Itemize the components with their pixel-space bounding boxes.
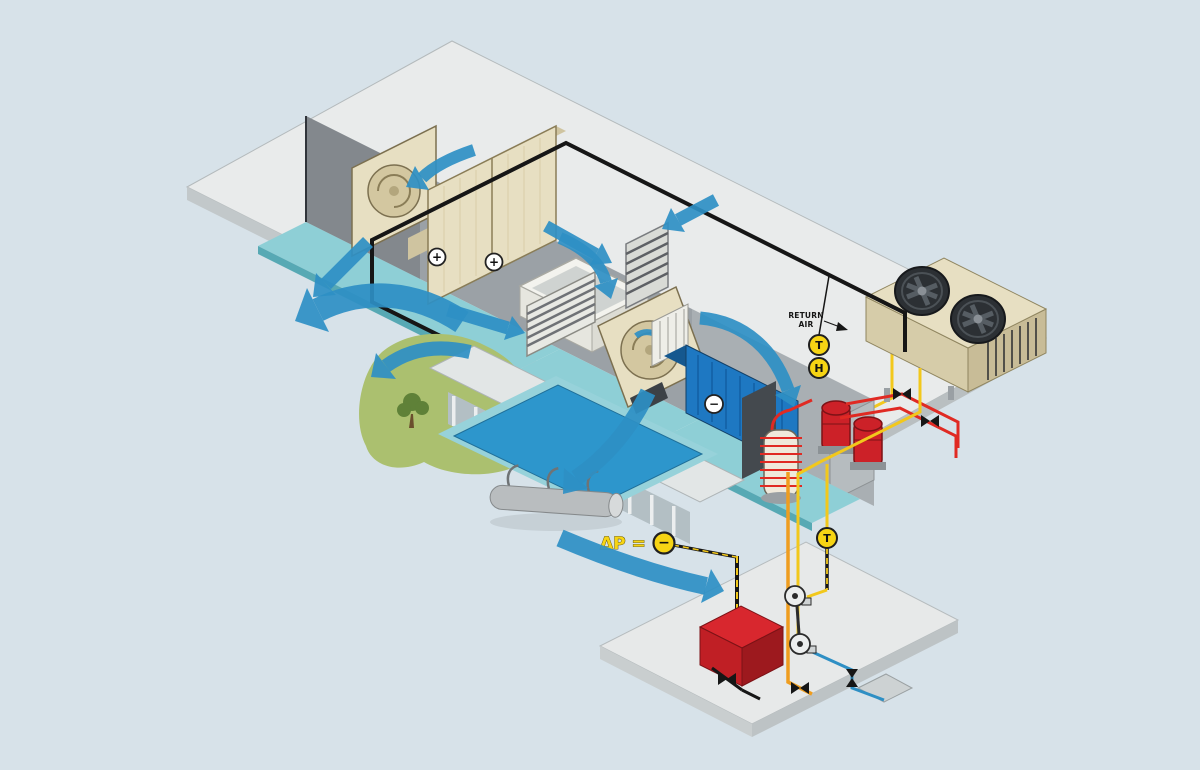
refrigerant-piping <box>839 388 960 458</box>
fabric-duct-roll <box>489 464 624 518</box>
slab-front-edge <box>600 646 752 737</box>
airflow-arrow-room-exit <box>556 529 724 603</box>
return-damper <box>625 221 669 310</box>
return-air-label-line2: AIR <box>799 320 814 329</box>
airflow-arrow-fan-exhaust <box>313 237 373 297</box>
valve-orange-line <box>791 682 809 694</box>
airflow-arrow-fan-inlet <box>406 144 476 190</box>
humidity-sensor: H <box>808 357 830 379</box>
ahu-deck-middle <box>512 349 700 443</box>
circulator-pump-2 <box>789 633 817 655</box>
airflow-arrow-supply-down <box>563 388 656 494</box>
duct-hook <box>546 466 559 489</box>
airflow-arrow-return-duct <box>662 194 720 232</box>
slab-right-edge <box>752 620 958 737</box>
temperature-sensor-label: T <box>815 339 823 352</box>
pipe-yellow-riser <box>796 368 922 636</box>
airflow-arrows <box>295 144 801 603</box>
temperature-sensor: T <box>808 334 830 356</box>
filter-bank: + + <box>427 124 566 306</box>
boiler-drain-pipe <box>711 666 761 701</box>
louver-slats <box>526 278 596 348</box>
room-floor <box>452 384 704 506</box>
condenser-unit <box>849 257 1048 421</box>
pipe-to-pump <box>806 588 828 599</box>
hot-water-piping <box>672 368 922 696</box>
airflow-arrow-into-plenum <box>557 232 618 299</box>
valve-blue-line <box>846 669 858 687</box>
pump-link-pipe <box>795 605 801 635</box>
dp-symbol-badge <box>652 531 676 555</box>
dp-leader-dashed <box>672 544 737 558</box>
filter-plus-badge-2: + <box>484 252 504 272</box>
return-air-pointer-head <box>836 322 848 331</box>
condenser-fan-right <box>950 294 1006 344</box>
return-duct-line <box>370 140 907 390</box>
airflow-arrow-exhaust-main <box>295 283 469 333</box>
condenser-leg <box>948 386 954 400</box>
filter-plus-badge-1: + <box>427 247 447 267</box>
exchanger-red-pipe <box>770 398 813 431</box>
conditioned-space <box>359 333 746 544</box>
condenser-fan-left <box>894 266 950 316</box>
coil-minus: − <box>709 397 719 411</box>
duct-hook <box>506 464 519 487</box>
dp-symbol: − <box>658 535 670 551</box>
sensor-leader <box>818 275 830 336</box>
supply-temperature-label: T <box>823 532 831 545</box>
humidity-sensor-label: H <box>814 362 823 375</box>
airflow-arrow-into-louver <box>446 303 525 340</box>
mechanical-slab: T ΔP = − <box>598 368 960 737</box>
pipe-red-supply <box>845 392 960 448</box>
duct-roll-shadow <box>490 513 622 531</box>
filter-plus-2: + <box>489 255 499 269</box>
tree <box>397 393 429 428</box>
supply-temperature-sensor: T <box>816 527 838 549</box>
damper-blades <box>625 231 669 296</box>
duct-sensors: RETURN AIR T H <box>788 275 848 379</box>
boiler <box>698 605 785 687</box>
valve-red-line-1 <box>893 388 911 400</box>
intake-louver <box>526 270 596 358</box>
valve-boiler-line <box>718 673 736 685</box>
coil-minus-badge: − <box>704 394 724 414</box>
filter-plus-1: + <box>432 250 442 264</box>
valve-red-line-2 <box>921 415 939 427</box>
return-air-label-line1: RETURN <box>788 311 823 320</box>
condensate-piping <box>807 648 885 702</box>
condenser-leg <box>884 388 890 402</box>
circulator-pump-1 <box>784 585 812 607</box>
airflow-arrow-exhaust-secondary <box>371 341 472 379</box>
exchanger-base <box>761 492 801 504</box>
exchanger-fins <box>760 437 802 487</box>
condenser-coil-grille <box>987 318 1037 380</box>
airflow-arrow-over-coil <box>699 311 801 407</box>
